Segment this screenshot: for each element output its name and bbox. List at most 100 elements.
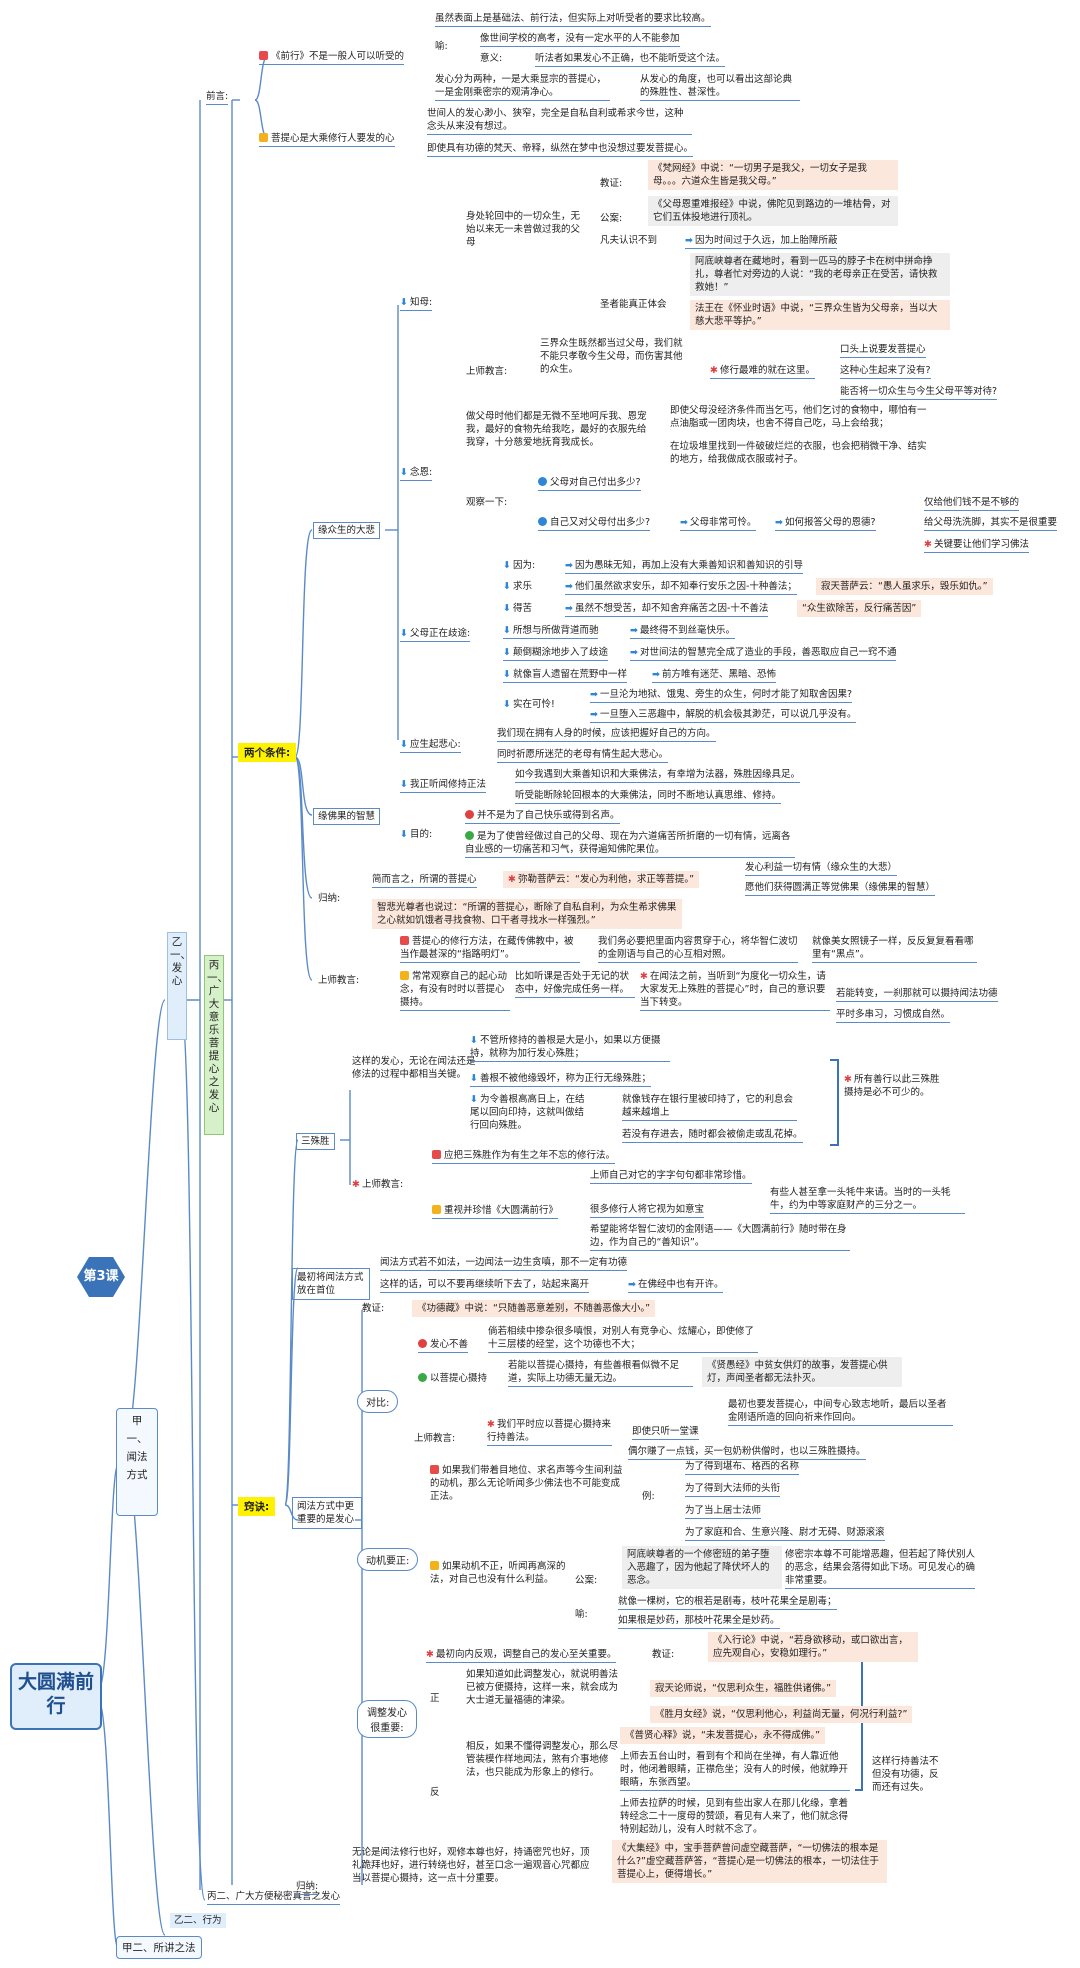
- wenfa-jz: 教证:: [362, 1303, 385, 1314]
- nianen-a1: 即使父母没经济条件而当乞丐，他们乞讨的食物中，哪怕有一点油脂或一团肉块，也舍不得…: [670, 405, 927, 429]
- yingsheng-label: ⬇应生起悲心:: [400, 738, 461, 753]
- fumu-r1b: ➡因为愚昧无知，再加上没有大乘善知识和善知识的引导: [565, 559, 803, 574]
- wenfa-f3: 上师去五台山时，看到有个和尚在坐禅，有人靠近他时，他闭着眼睛，正襟危坐；没有人的…: [620, 1750, 850, 1791]
- fumu-r4a: ⬇所想与所做背道而驰: [503, 624, 599, 639]
- intro-yu-text: 像世间学校的高考，没有一定水平的人不能参加: [480, 32, 680, 47]
- fumu-r2a: ⬇求乐: [503, 581, 532, 592]
- wenfa-ss3: 最初也要发菩提心，中间专心致志地听，最后以圣者金刚语所造的回向祈来作回向。: [728, 1398, 953, 1426]
- intro-yi-text: 听法者如果发心不正确，也不能听受这个法。: [535, 52, 726, 67]
- number-2-icon: [259, 133, 268, 142]
- wenfa-f1: 相反，如果不懂得调整发心，那么尽管装模作样地闻法，煞有介事地修法，也只能成为形象…: [466, 1741, 619, 1778]
- wenfa-dj1: 如果我们带着目地位、求名声等今生间利益的动机，那么无论听闻多少佛法也不可能变成正…: [430, 1465, 623, 1502]
- wenfa-pt1: 若能以菩提心摄持，有些善根看似微不足道，实际上功德无量无边。: [508, 1359, 693, 1387]
- zhihui-a1: 如今我遇到大乘善知识和大乘佛法，有幸增为法器，殊胜因缘具足。: [515, 768, 801, 783]
- sanshu-n: 希望能将华智仁波切的金刚语——《大圆满前行》随时带在身边，作为自己的“善知识”。: [590, 1223, 850, 1251]
- fumu-r1a: ⬇因为:: [503, 560, 536, 571]
- nianen-a2: 在垃圾堆里找到一件破破烂烂的衣服，也会把稍微干净、结实的地方，给我做成衣服或衬子…: [670, 441, 927, 465]
- sanshu-k: 重视并珍惜《大圆满前行》: [432, 1204, 559, 1219]
- zhihui-a2: 听受能断除轮回根本的大乘佛法，同时不断地认真思维、修持。: [515, 789, 782, 804]
- number-1-icon: [259, 51, 268, 60]
- zhimu-fanfu: 凡夫认识不到: [600, 235, 658, 246]
- wenfa-pt: 以菩提心摄持: [418, 1372, 487, 1385]
- ss2-f: ✱在闻法之前，当听到“为度化一切众生，请大家发无上殊胜的菩提心”时，自己的意识要…: [640, 970, 830, 1011]
- label-qianyan: 前言:: [206, 90, 229, 105]
- fumu-r5a: ⬇颠倒糊涂地步入了歧途: [503, 646, 608, 661]
- wenfa-fan: 反: [430, 1787, 440, 1798]
- wenfa-g1: 无论是闻法修行也好，观修本尊也好，持诵密咒也好，顶礼跪拜也好，进行转绕也好，甚至…: [352, 1847, 590, 1884]
- label-qiaojue: 窍诀:: [238, 1497, 276, 1516]
- sanshu-g: ✱所有善行以此三殊胜摄持是必不可少的。: [844, 1074, 940, 1098]
- wenfa-f2: 《普贤心释》说，“未发菩提心，永不得成佛。”: [620, 1727, 826, 1744]
- wenfa-li1: 为了得到堪布、格西的名称: [685, 1460, 800, 1475]
- nianen-q6: 给父母洗洗脚，其实不是很重要: [924, 516, 1058, 531]
- wenfa-ga2: 修密宗本尊不可能增恶趣，但若起了降伏别人的恶念，结果会落得如此下场。可见发心的确…: [785, 1548, 975, 1589]
- zhihui-a-label: ⬇我正听闻修持正法: [400, 778, 486, 793]
- intro-worldly: 世间人的发心渺小、狭窄，完全是自私自利或希求今世，这种念头从来没有想过。: [427, 107, 692, 135]
- nianen-q7: ✱关键要让他们学习佛法: [924, 538, 1029, 553]
- wenfa-ss2: 即使只听一堂课: [632, 1425, 699, 1440]
- node-b1: 乙一、发心: [167, 932, 191, 1040]
- wenfa-yu: 喻:: [575, 1609, 588, 1620]
- sanshu-h: ✱上师教言:: [352, 1179, 404, 1190]
- zhimu-sz2: 法王在《怀业时语》中说，“三界众生皆为父母亲，当以大慈大悲平等护。”: [690, 300, 950, 330]
- node-b2: 乙二、行为: [170, 1913, 226, 1928]
- wenfa-yu2: 如果根是妙药，那枝叶花果全是妙药。: [618, 1614, 780, 1629]
- wenfa-bs: 发心不善: [418, 1338, 469, 1353]
- sanshu-f: 若没有存进去，随时都会被偷走或乱花掉。: [622, 1128, 803, 1143]
- sanshu-i: 应把三殊胜作为有生之年不忘的修行法。: [432, 1149, 616, 1164]
- wenfa-f5: 这样行持善法不但没有功德，反而还有过失。: [872, 1756, 939, 1793]
- node-c2: 丙二、广大方便秘密真言之发心: [207, 1890, 341, 1905]
- sanshu-e: 就像钱存在银行里被印持了，它的利息会越来越增上: [622, 1093, 797, 1121]
- wenfa-dongji: 动机要正:: [357, 1548, 419, 1571]
- wenfa-f4: 上师去拉萨的时候，见到有些出家人在那儿化缘，拿着转经念二十一度母的赞颂，看见有人…: [620, 1798, 849, 1835]
- nianen-q5: 仅给他们钱不是不够的: [924, 496, 1020, 511]
- wenfa-z2: 寂天论师说，“仅思利众生，福胜供诸佛。”: [650, 1680, 837, 1697]
- zhimu-ss1: 三界众生既然都当过父母，我们就不能只孝敬今生父母，而伤害其他的众生。: [540, 338, 683, 375]
- fumu-r3a: ⬇得苦: [503, 603, 532, 614]
- wenfa-ga1: 阿底峡尊者的一个修密班的弟子堕入恶趣了，因为他起了降伏坏人的恶念。: [622, 1546, 782, 1589]
- wenfa-duibi: 对比:: [357, 1390, 399, 1413]
- node-a2: 甲二、所讲之法: [116, 1936, 202, 1959]
- node-sanshu: 三殊胜: [296, 1133, 335, 1150]
- fumu-r6a: ⬇就像盲人遗留在荒野中一样: [503, 668, 627, 683]
- fumu-r7c: ➡一旦堕入三恶趣中，解脱的机会极其渺茫，可以说几乎没有。: [590, 708, 857, 723]
- intro-shusheng: 从发心的角度，也可以看出这部论典的殊胜性、甚深性。: [640, 73, 800, 101]
- wenfa-ss: 上师教言:: [414, 1433, 456, 1444]
- wenfa-yu1: 就像一棵树，它的根若是剧毒，枝叶花果全是剧毒；: [618, 1595, 837, 1610]
- fumu-r7a: ⬇实在可怜!: [503, 699, 555, 710]
- wenfa-g2: 《大集经》中，宝手菩萨曾问虚空藏菩萨，“一切佛法的根本是什么?”虚空藏菩萨答，“…: [612, 1840, 887, 1883]
- ss2-c: 就像美女照镜子一样，反反复复看看哪里有“黑点”。: [812, 935, 977, 963]
- fumu-label: ⬇父母正在歧途:: [400, 627, 471, 642]
- intro-two-kinds: 发心分为两种，一是大乘显宗的菩提心，一是金刚乘密宗的观清净心。: [435, 73, 610, 101]
- label-guina: 归纳:: [318, 893, 341, 904]
- zuichu-c: ➡在佛经中也有开许。: [628, 1278, 724, 1293]
- intro-yu: 喻:: [435, 41, 448, 52]
- intro-yi: 意义:: [480, 53, 503, 64]
- node-wisdom: 缘佛果的智慧: [313, 808, 381, 825]
- zhimu-a: 身处轮回中的一切众生，无始以来无一未曾做过我的父母: [466, 211, 581, 248]
- guina-e: 智悲光尊者也说过：“所谓的菩提心，断除了自私自利，为众生希求佛果之心就如饥饿者寻…: [372, 899, 682, 929]
- nianen-a: 做父母时他们都是无微不至地呵斥我、恩宠我，最好的食物先给我吃，最好的衣服先给我穿…: [466, 411, 647, 448]
- nianen-q3: ➡父母非常可怜。: [680, 516, 757, 531]
- guina-c: 发心利益一切有情（缘众生的大悲）: [745, 861, 898, 876]
- sanshu-b: ⬇不管所修持的善根是大是小，如果以方便摄持，就称为加行发心殊胜；: [470, 1034, 670, 1062]
- zuichu-b: 这样的话，可以不要再继续听下去了，站起来离开: [380, 1278, 590, 1293]
- zhimu-gongan: 公案:: [600, 213, 623, 224]
- label-shangshi: 上师教言:: [318, 975, 360, 986]
- sanshu-l: 很多修行人将它视为如意宝: [590, 1203, 705, 1218]
- zhimu-label: ⬇知母:: [400, 296, 433, 311]
- wenfa-bs1: 倘若相续中掺杂很多嗔恨，对别人有竞争心、炫耀心，即使修了十三层楼的经堂，这个功德…: [488, 1325, 758, 1353]
- fumu-r5b: ➡对世间法的智慧完全成了造业的手段，善恶取应自己一窍不通: [630, 646, 897, 661]
- node-a1: 甲一、闻法方式: [116, 1408, 158, 1516]
- wenfa-li3: 为了当上居士法师: [685, 1504, 762, 1519]
- fumu-r3c: “众生欲除苦，反行痛苦因”: [797, 600, 922, 617]
- wenfa-li4: 为了家庭和合、生意兴隆、尉才无碍、财源滚滚: [685, 1526, 885, 1541]
- zhimu-jz1: 《梵网经》中说：“一切男子是我父，一切女子是我母。。。六道众生皆是我父母。”: [648, 160, 898, 190]
- fumu-r4b: ➡最终得不到丝毫快乐。: [630, 624, 735, 639]
- wenfa-z3: 《胜月女经》说，“仅思利他心，利益尚无量，何况行利益?”: [650, 1706, 913, 1723]
- node-wenfa: 闻法方式中更重要的是发心: [292, 1497, 362, 1529]
- zhimu-shengzhe: 圣者能真正体会: [600, 299, 667, 310]
- zuichu-a: 闻法方式若不如法，一边闻法一边生贪嗔，那不一定有功德: [380, 1256, 628, 1271]
- wenfa-tz0a: 《入行论》中说，“若身欲移动，或口欲出言，应先观自心，安稳如理行。”: [708, 1632, 918, 1662]
- sanshu-j: 上师自己对它的字字句句都非常珍惜。: [590, 1169, 752, 1184]
